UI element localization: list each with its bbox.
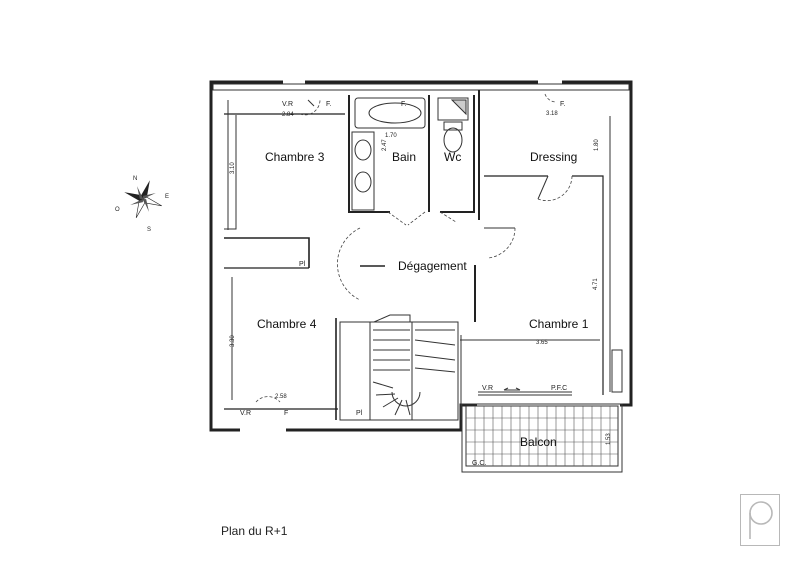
bath-fixtures <box>351 97 469 211</box>
compass-west: O <box>115 207 120 213</box>
compass-south: S <box>147 227 151 233</box>
compass-north: N <box>133 176 137 182</box>
room-wc: Wc <box>444 150 461 164</box>
room-balcon: Balcon <box>520 435 557 449</box>
label-f-bain: F. <box>401 101 407 108</box>
dimension-3-65: 3.65 <box>536 340 548 346</box>
compass-rose: N E S O <box>115 176 169 233</box>
balcony <box>461 349 623 473</box>
label-pl-chambre-3: Pl <box>299 261 306 268</box>
room-chambre-1: Chambre 1 <box>529 317 589 331</box>
plan-caption: Plan du R+1 <box>221 524 288 538</box>
dimension-4-71: 4.71 <box>593 278 599 290</box>
dimension-3-10: 3.10 <box>230 162 236 174</box>
p-logo-icon <box>749 501 773 539</box>
room-bain: Bain <box>392 150 416 164</box>
dimension-1-53: 1.53 <box>606 433 612 445</box>
label-gc: G.C. <box>472 460 486 467</box>
room-chambre-4: Chambre 4 <box>257 317 317 331</box>
dimension-2-84: 2.84 <box>282 112 294 118</box>
dimension-3-18: 3.18 <box>546 111 558 117</box>
dimension-2-58: 2.58 <box>275 394 287 400</box>
room-dressing: Dressing <box>530 150 577 164</box>
label-f-chambre-3: F. <box>326 101 332 108</box>
compass-east: E <box>165 194 169 200</box>
outer-walls <box>209 80 633 432</box>
staircase <box>339 314 459 421</box>
dimension-1-70: 1.70 <box>385 133 397 139</box>
room-chambre-3: Chambre 3 <box>265 150 325 164</box>
room-degagement: Dégagement <box>398 259 467 273</box>
dimension-2-47: 2.47 <box>382 139 388 151</box>
label-pfc: P.F.C <box>551 385 567 392</box>
door-swings <box>255 93 573 403</box>
interior-walls <box>224 90 611 420</box>
label-f-dressing: F. <box>560 101 566 108</box>
logo <box>740 494 780 546</box>
label-f-chambre-4: F <box>284 410 288 417</box>
label-vr-chambre-4: V.R <box>240 410 251 417</box>
label-vr-chambre-3: V.R <box>282 101 293 108</box>
label-pl-chambre-4: Pl <box>356 410 363 417</box>
dimension-1-80: 1.80 <box>594 139 600 151</box>
label-vr-balcon: V.R <box>482 385 493 392</box>
dimension-3-30: 3.30 <box>230 335 236 347</box>
